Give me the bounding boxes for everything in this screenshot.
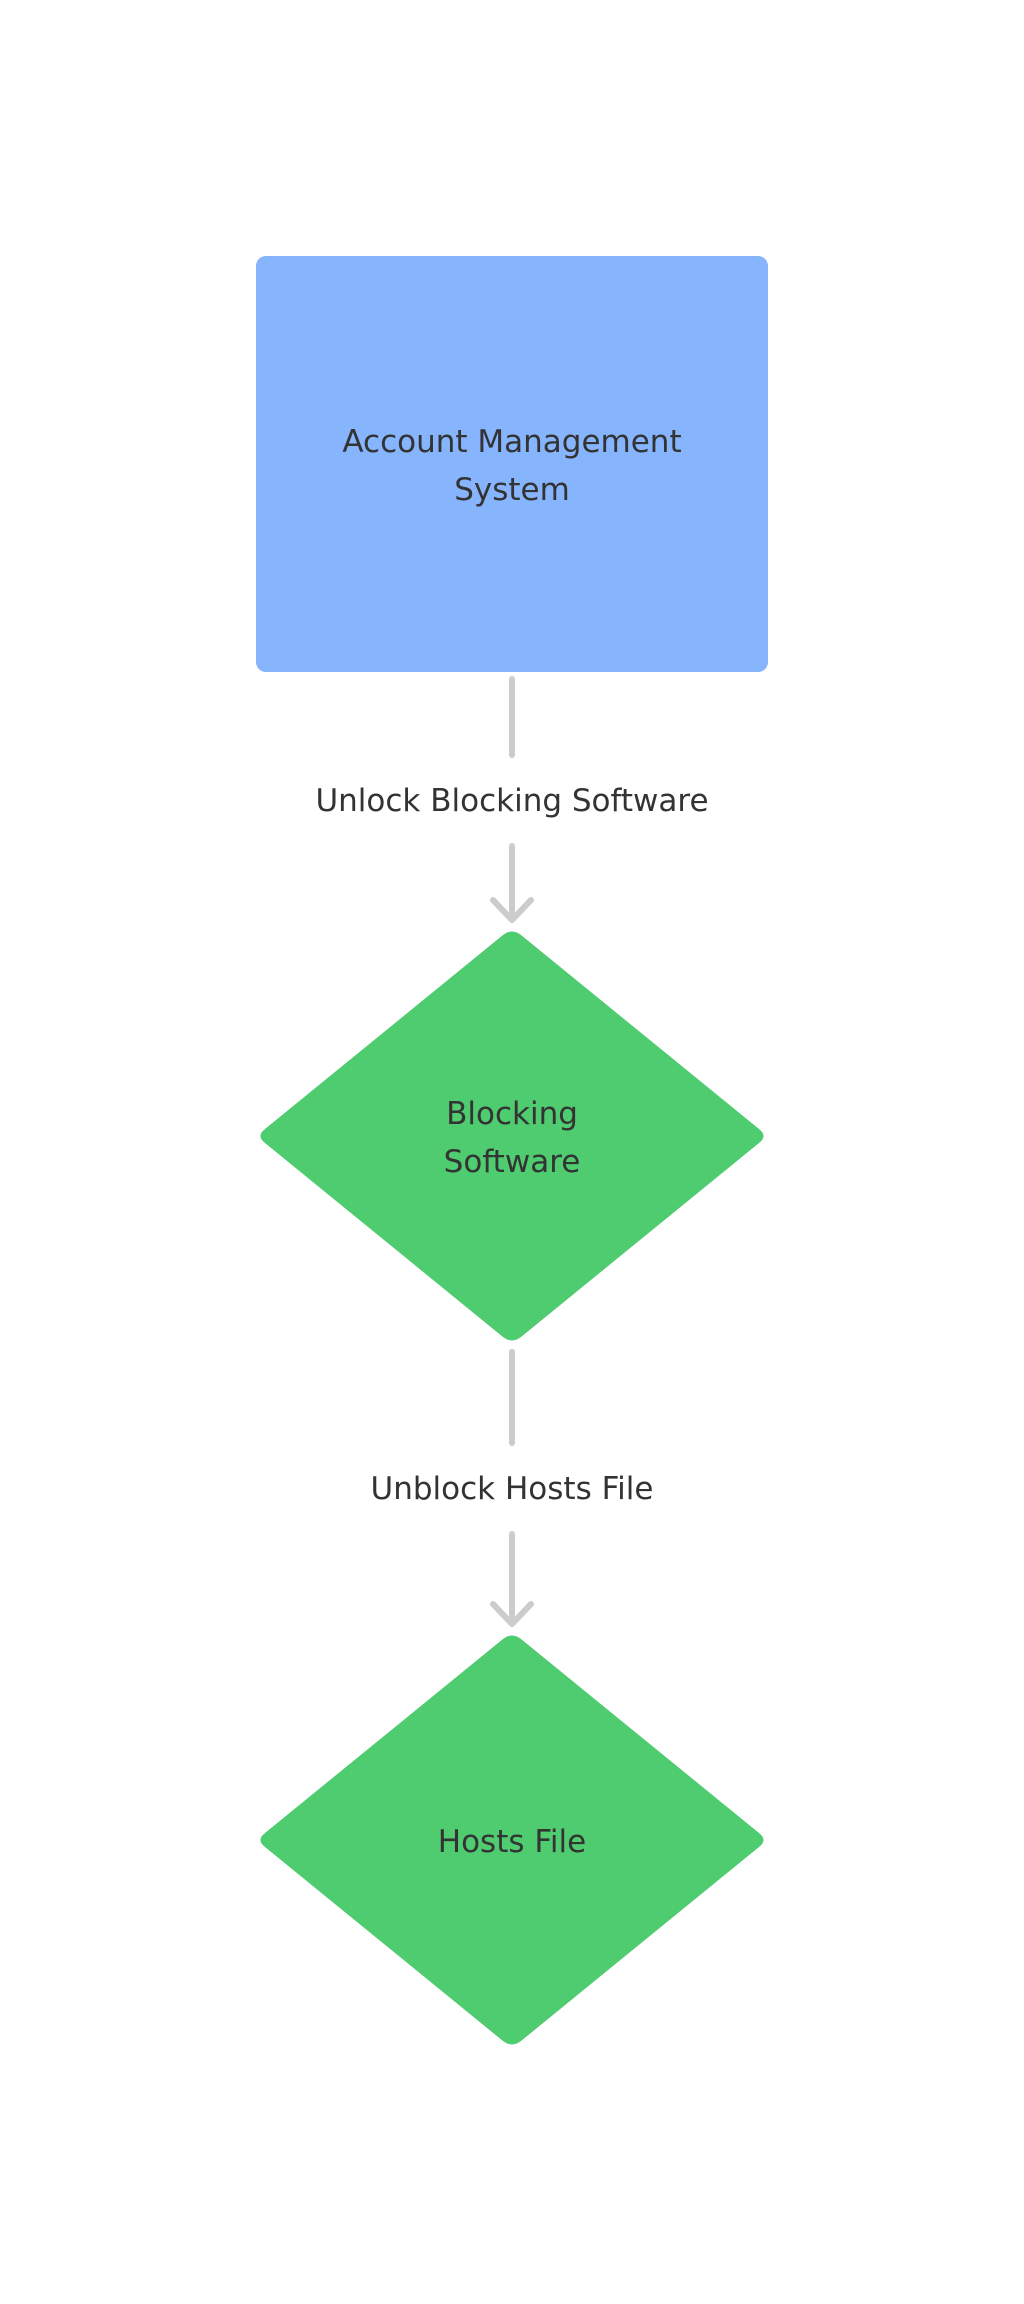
edge-1-label: Unlock Blocking Software — [315, 783, 708, 819]
node-blocking-label-line1: Blocking — [446, 1096, 578, 1132]
node-account-shape — [256, 256, 768, 672]
node-account-label-line2: System — [454, 472, 570, 508]
edge-account-to-blocking: Unlock Blocking Software — [315, 676, 709, 923]
node-blocking-software[interactable]: Blocking Software — [260, 931, 764, 1341]
edge-blocking-to-hosts: Unblock Hosts File — [371, 1349, 654, 1627]
node-blocking-label-line2: Software — [444, 1144, 581, 1180]
node-account-management-system[interactable]: Account Management System — [256, 256, 768, 672]
node-hosts-label: Hosts File — [438, 1824, 586, 1860]
edge-1-arrowhead — [490, 897, 534, 923]
edge-2-label: Unblock Hosts File — [371, 1471, 654, 1507]
edge-2-arrowhead — [490, 1601, 534, 1627]
node-account-label-line1: Account Management — [342, 424, 681, 460]
node-hosts-shape — [260, 1635, 764, 2045]
node-hosts-file[interactable]: Hosts File — [260, 1635, 764, 2045]
node-blocking-shape — [260, 931, 764, 1341]
